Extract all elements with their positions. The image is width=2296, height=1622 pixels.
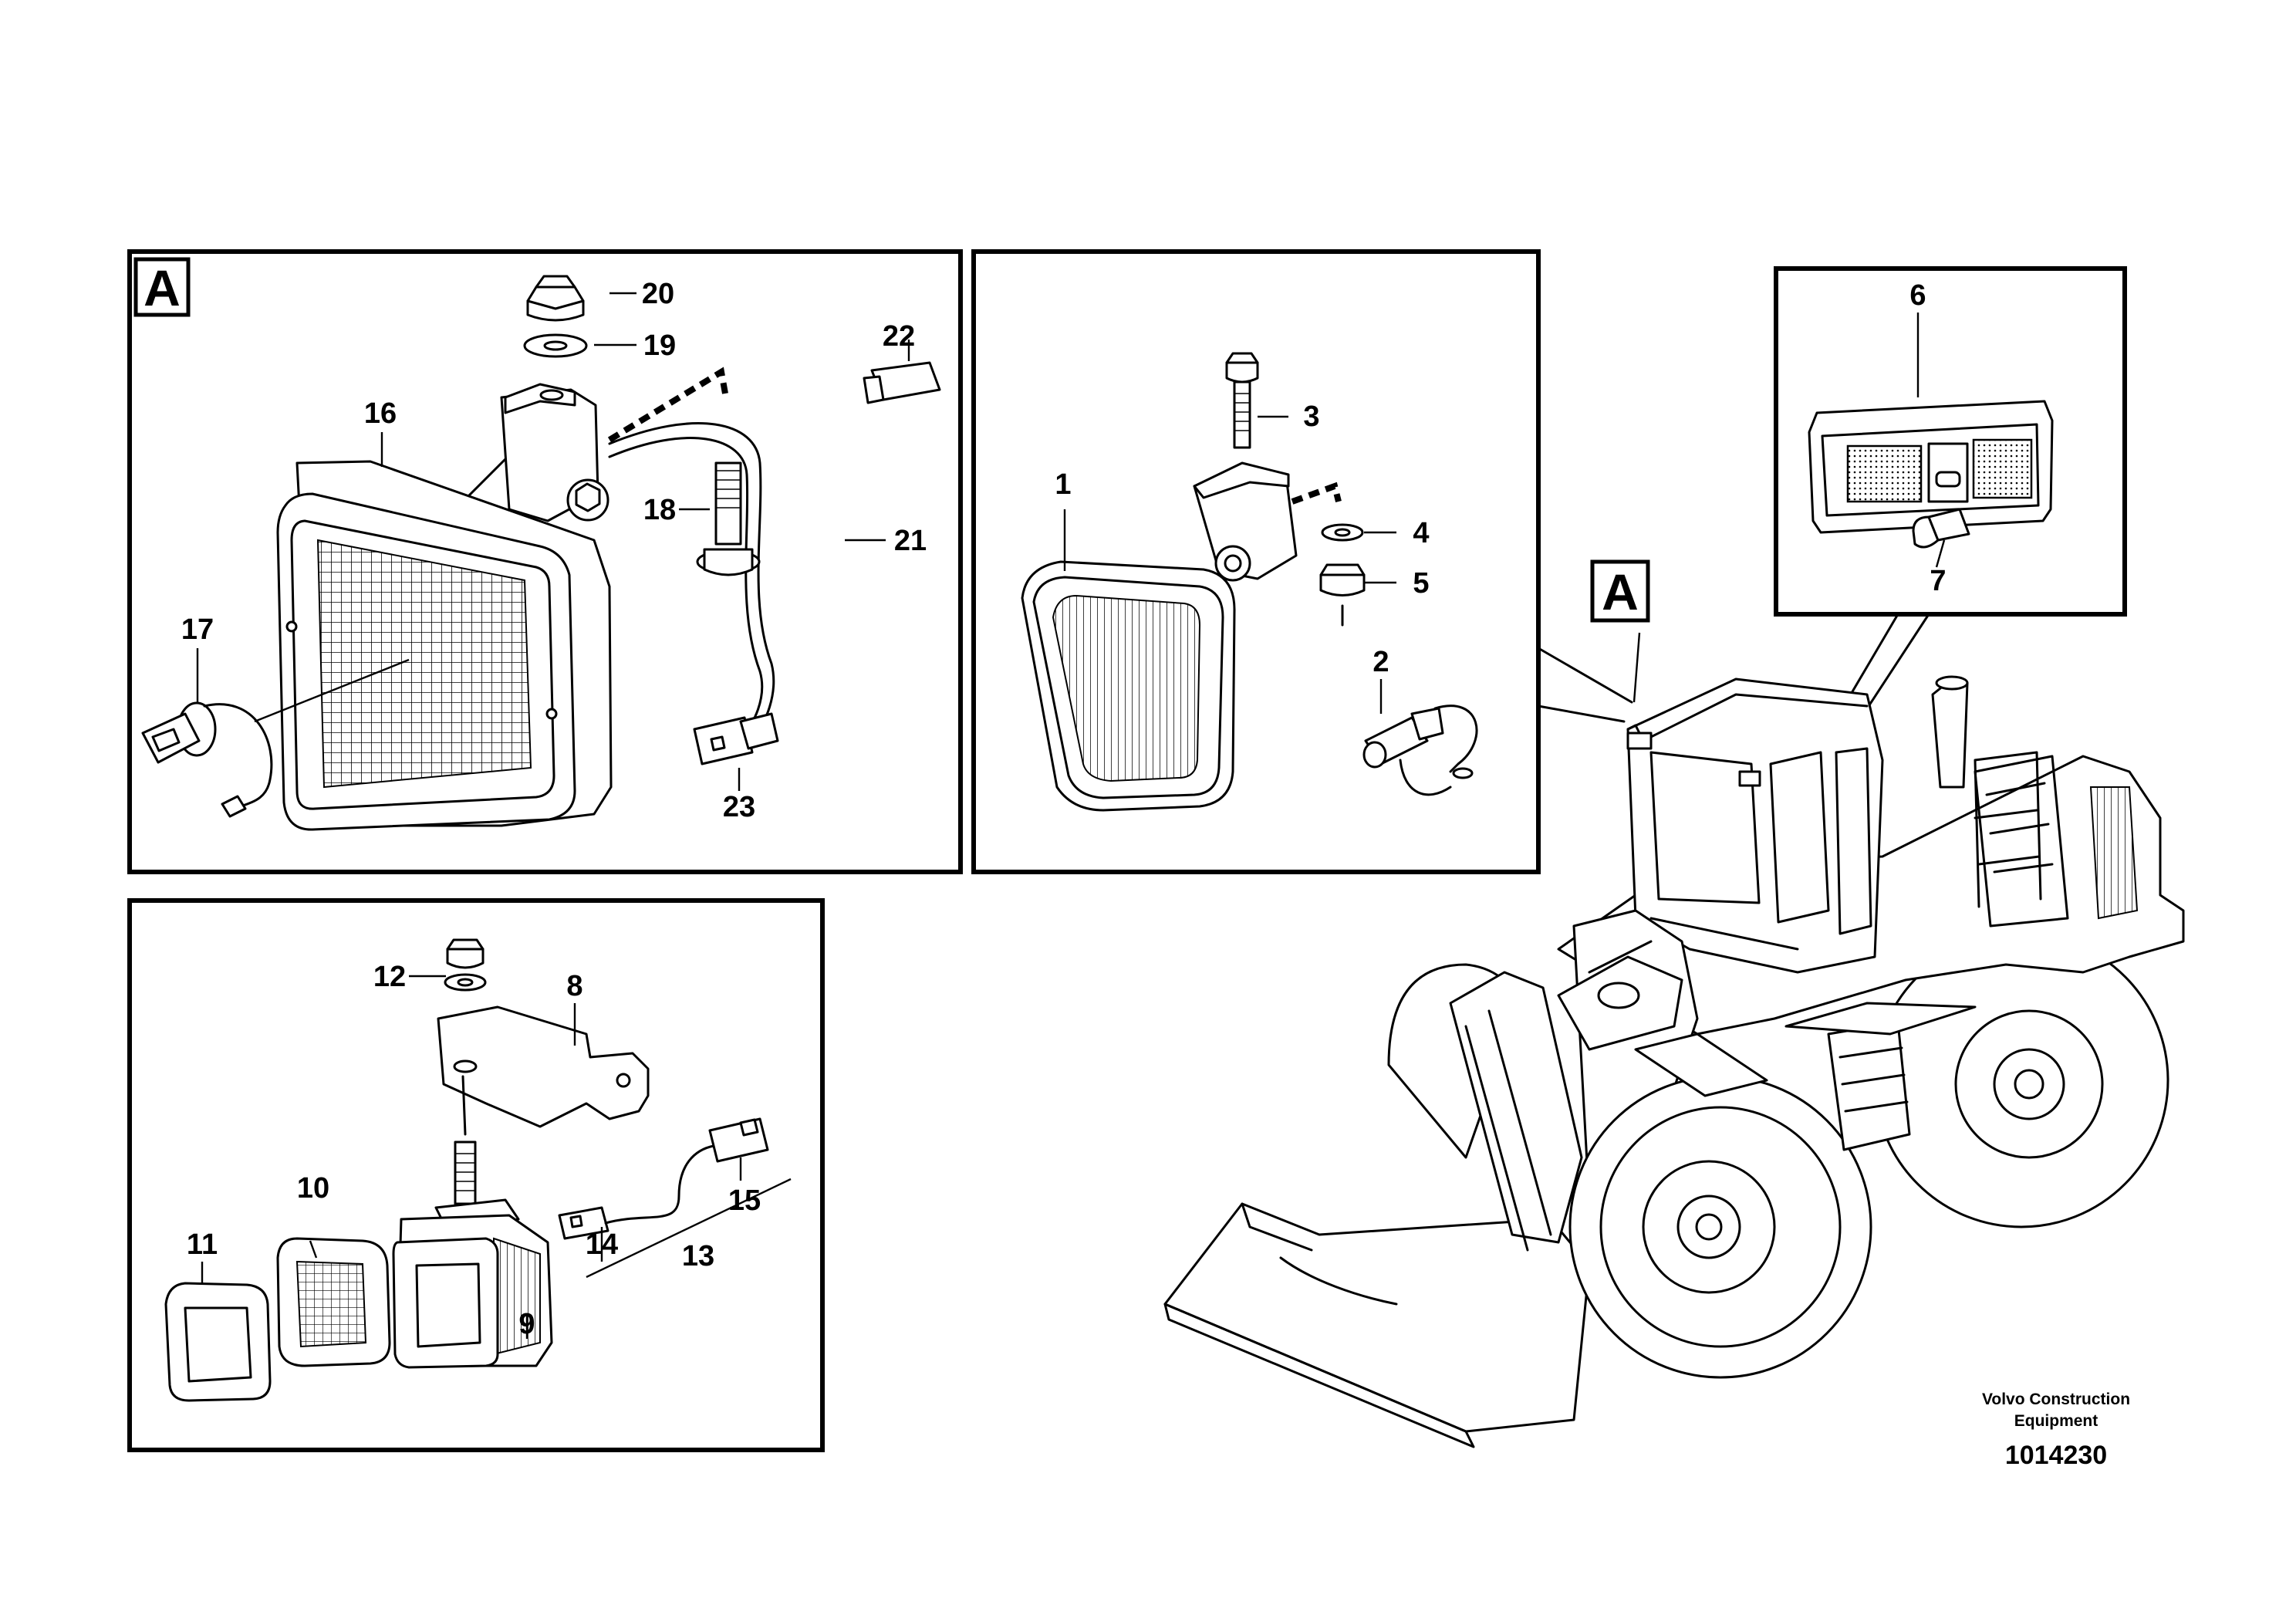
callout-12: 12 [373,961,406,993]
bolt-3-drawing [1225,352,1259,449]
callout-22: 22 [883,320,915,353]
lamp-drawing [1021,461,1342,812]
bulb-2-drawing [1362,705,1478,796]
callout-leaders [196,292,1946,1339]
callout-15: 15 [728,1184,761,1217]
bulb-drawing [141,701,273,818]
credit-line-1: Volvo Construction [1982,1391,2130,1408]
callout-labels: 1 2 3 4 5 6 7 8 9 10 11 12 13 14 15 16 1… [181,278,1947,1340]
wheel-loader-drawing [1163,613,2185,1448]
callout-4: 4 [1413,517,1429,549]
panel-interior-lamp [1774,266,2127,617]
document-number: 1014230 [2005,1441,2107,1470]
callout-5: 5 [1413,567,1429,600]
callout-3: 3 [1303,400,1319,433]
callout-13: 13 [682,1240,714,1272]
callout-17: 17 [181,613,214,646]
work-lamp-drawing [254,460,613,831]
credit-line-2: Equipment [2014,1412,2098,1430]
callout-11: 11 [187,1228,218,1261]
callout-10: 10 [297,1172,329,1205]
connector-drawing [693,361,941,765]
view-tag-a: A [144,259,181,316]
mounting-plate-drawing [437,1005,650,1136]
loader-view-tag-label: A [1602,563,1639,620]
callout-19: 19 [643,329,676,362]
panel-detail-a: A [127,249,963,874]
nut-washer-12-drawing [444,938,487,992]
panel-front-light [127,898,825,1452]
callout-23: 23 [723,791,755,823]
callout-14: 14 [586,1228,618,1261]
lens-10-drawing [276,1237,391,1367]
callout-7: 7 [1930,565,1946,597]
callout-8: 8 [566,970,582,1002]
bolt-drawing [696,461,761,576]
frame-11-drawing [164,1282,272,1402]
washer-nut-drawing [523,275,588,358]
callout-2: 2 [1373,646,1389,678]
interior-bulb-drawing [1912,508,1970,549]
callout-9: 9 [518,1308,535,1340]
callout-16: 16 [364,397,397,430]
callout-6: 6 [1909,279,1926,312]
callout-18: 18 [643,494,676,526]
interior-lamp-drawing [1808,400,2054,534]
front-lamp-drawing [392,1140,553,1369]
drawing-credit: Volvo Construction Equipment 1014230 [1982,1391,2130,1470]
callout-1: 1 [1055,468,1071,501]
washer-nut-drawing-2 [1319,523,1366,627]
callout-21: 21 [894,525,927,557]
panel-lamp [971,249,1541,874]
callout-20: 20 [642,278,674,310]
harness-drawing [558,1117,792,1279]
loader-view-tag: A [1590,559,1650,623]
